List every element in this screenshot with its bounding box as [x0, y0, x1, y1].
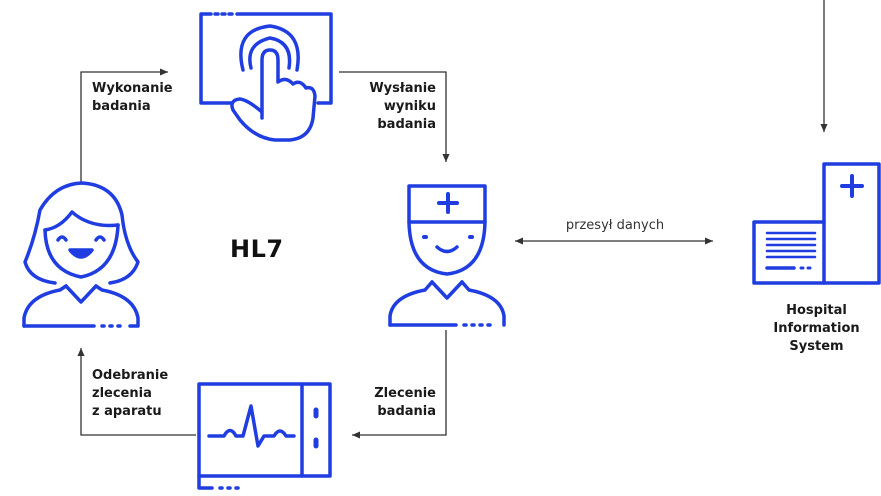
- step-order-label: Zlecenie badania: [374, 386, 436, 419]
- touch-tablet-icon: [199, 12, 333, 142]
- data-transfer-label: przesył danych: [565, 218, 665, 233]
- center-protocol-label: HL7: [230, 235, 284, 263]
- arrow-doctor-to-monitor: [352, 330, 447, 439]
- doctor-icon: [388, 184, 506, 327]
- his-label: Hospital Information System: [773, 303, 860, 354]
- connector-lines: [77, 0, 828, 439]
- step-send-result-label: Wysłanie wyniku badania: [369, 81, 436, 132]
- hospital-building-icon: [752, 162, 881, 285]
- step-receive-label: Odebranie zlecenia z aparatu: [92, 368, 169, 419]
- nurse-icon: [22, 181, 140, 328]
- arrow-tablet-to-doctor: [339, 71, 450, 162]
- arrow-nurse-to-tablet: [80, 68, 168, 183]
- step-perform-label: Wykonanie badania: [92, 81, 173, 114]
- ecg-monitor-icon: [197, 382, 332, 490]
- arrow-monitor-to-nurse: [77, 348, 196, 436]
